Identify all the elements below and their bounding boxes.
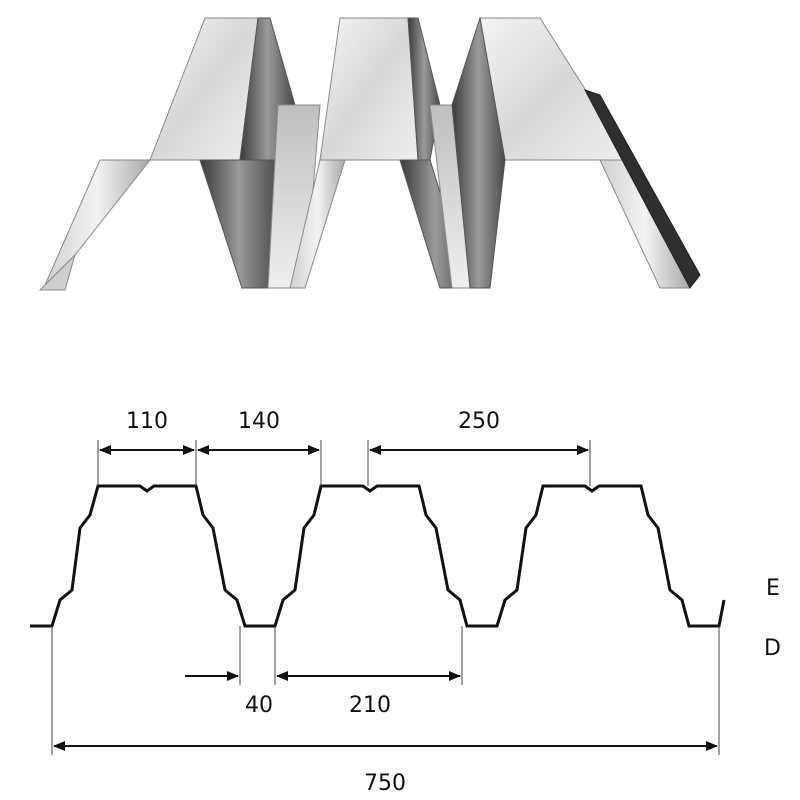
- side-label-e: E: [766, 576, 780, 601]
- side-label-d: D: [764, 636, 781, 661]
- dim-label-140: 140: [238, 409, 280, 434]
- dim-label-110: 110: [126, 409, 168, 434]
- sheet-rib-1: [38, 17, 296, 291]
- dim-label-210: 210: [349, 693, 391, 718]
- sheet-3d-illustration: [38, 17, 701, 291]
- dim-label-40: 40: [245, 693, 273, 718]
- dim-label-250: 250: [458, 409, 500, 434]
- extension-lines: [51, 440, 720, 755]
- dim-label-750: 750: [364, 771, 406, 796]
- profile-line: [30, 484, 726, 628]
- sheet-rib-3: [451, 17, 701, 289]
